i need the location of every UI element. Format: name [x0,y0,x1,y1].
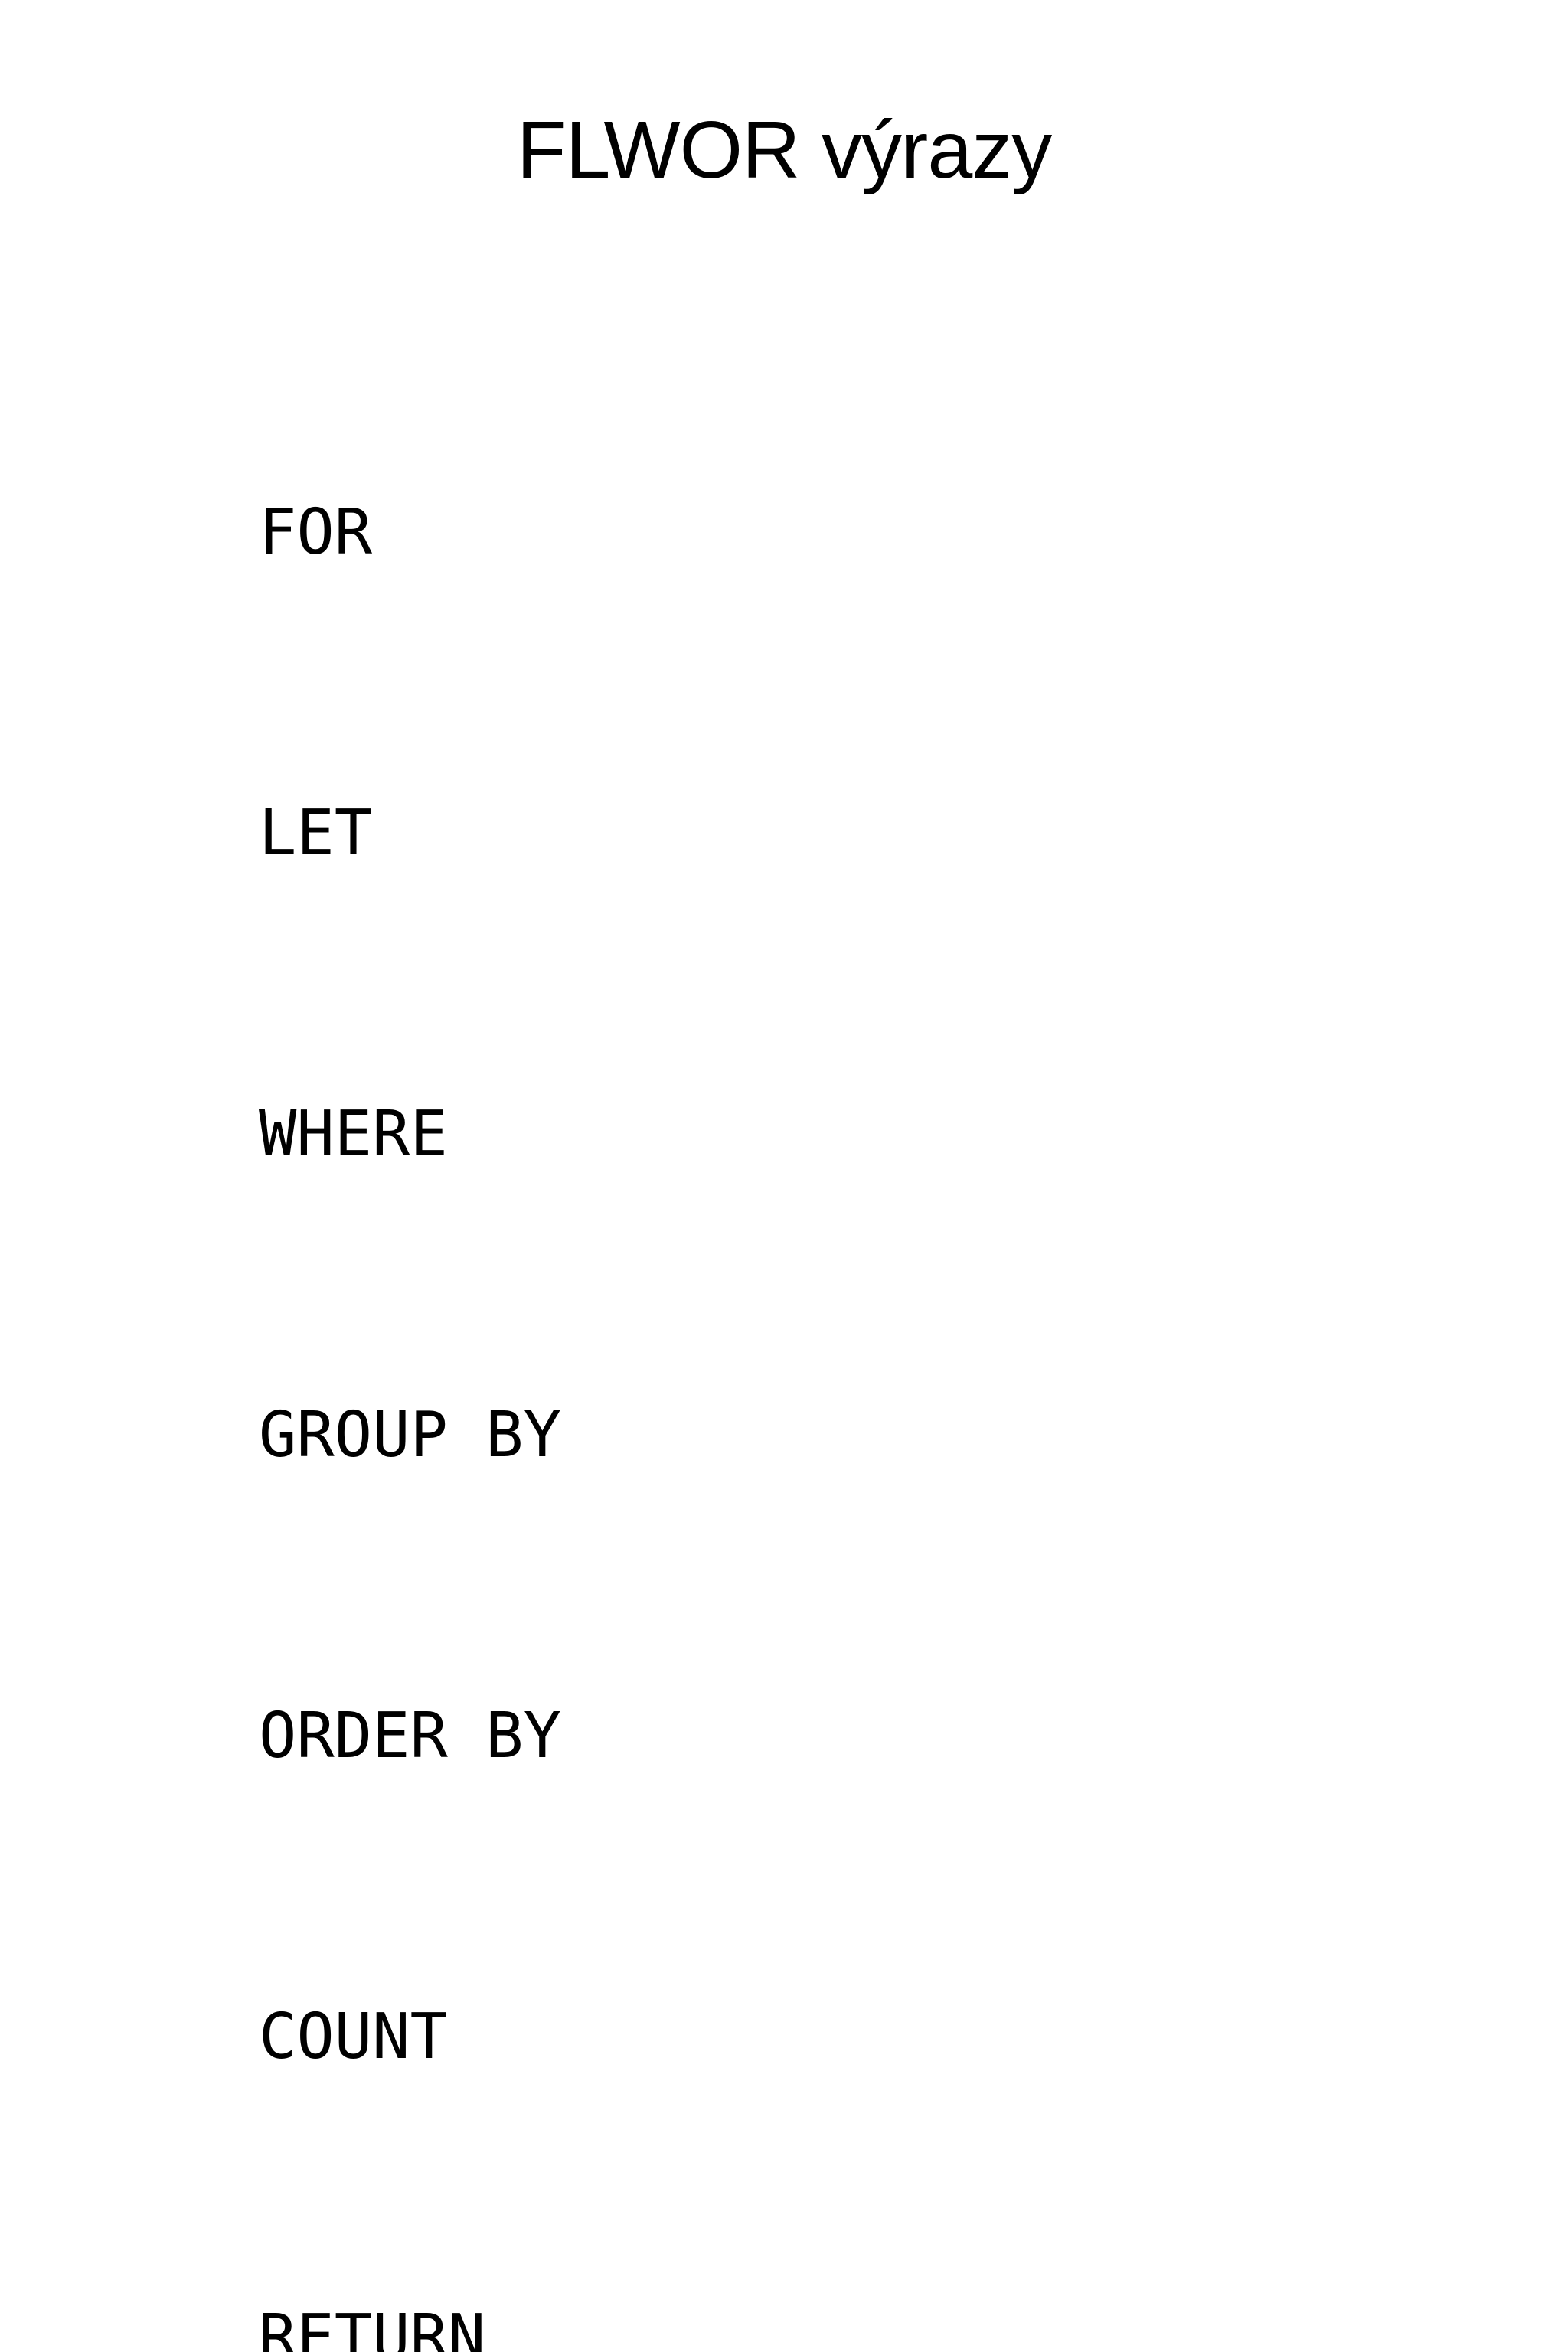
keyword-list: FOR LET WHERE GROUP BY ORDER BY COUNT RE… [259,282,561,2352]
slide-canvas: FLWOR výrazy FOR LET WHERE GROUP BY ORDE… [259,105,1053,2352]
list-item: LET [259,797,373,870]
list-item: GROUP BY [259,1399,561,1472]
list-item: COUNT [259,2001,448,2073]
list-item: WHERE [259,1098,448,1171]
list-item: RETURN [259,2301,486,2352]
list-item: ORDER BY [259,1700,561,1772]
list-item: FOR [259,496,373,569]
slide-title: FLWOR výrazy [516,105,1053,195]
